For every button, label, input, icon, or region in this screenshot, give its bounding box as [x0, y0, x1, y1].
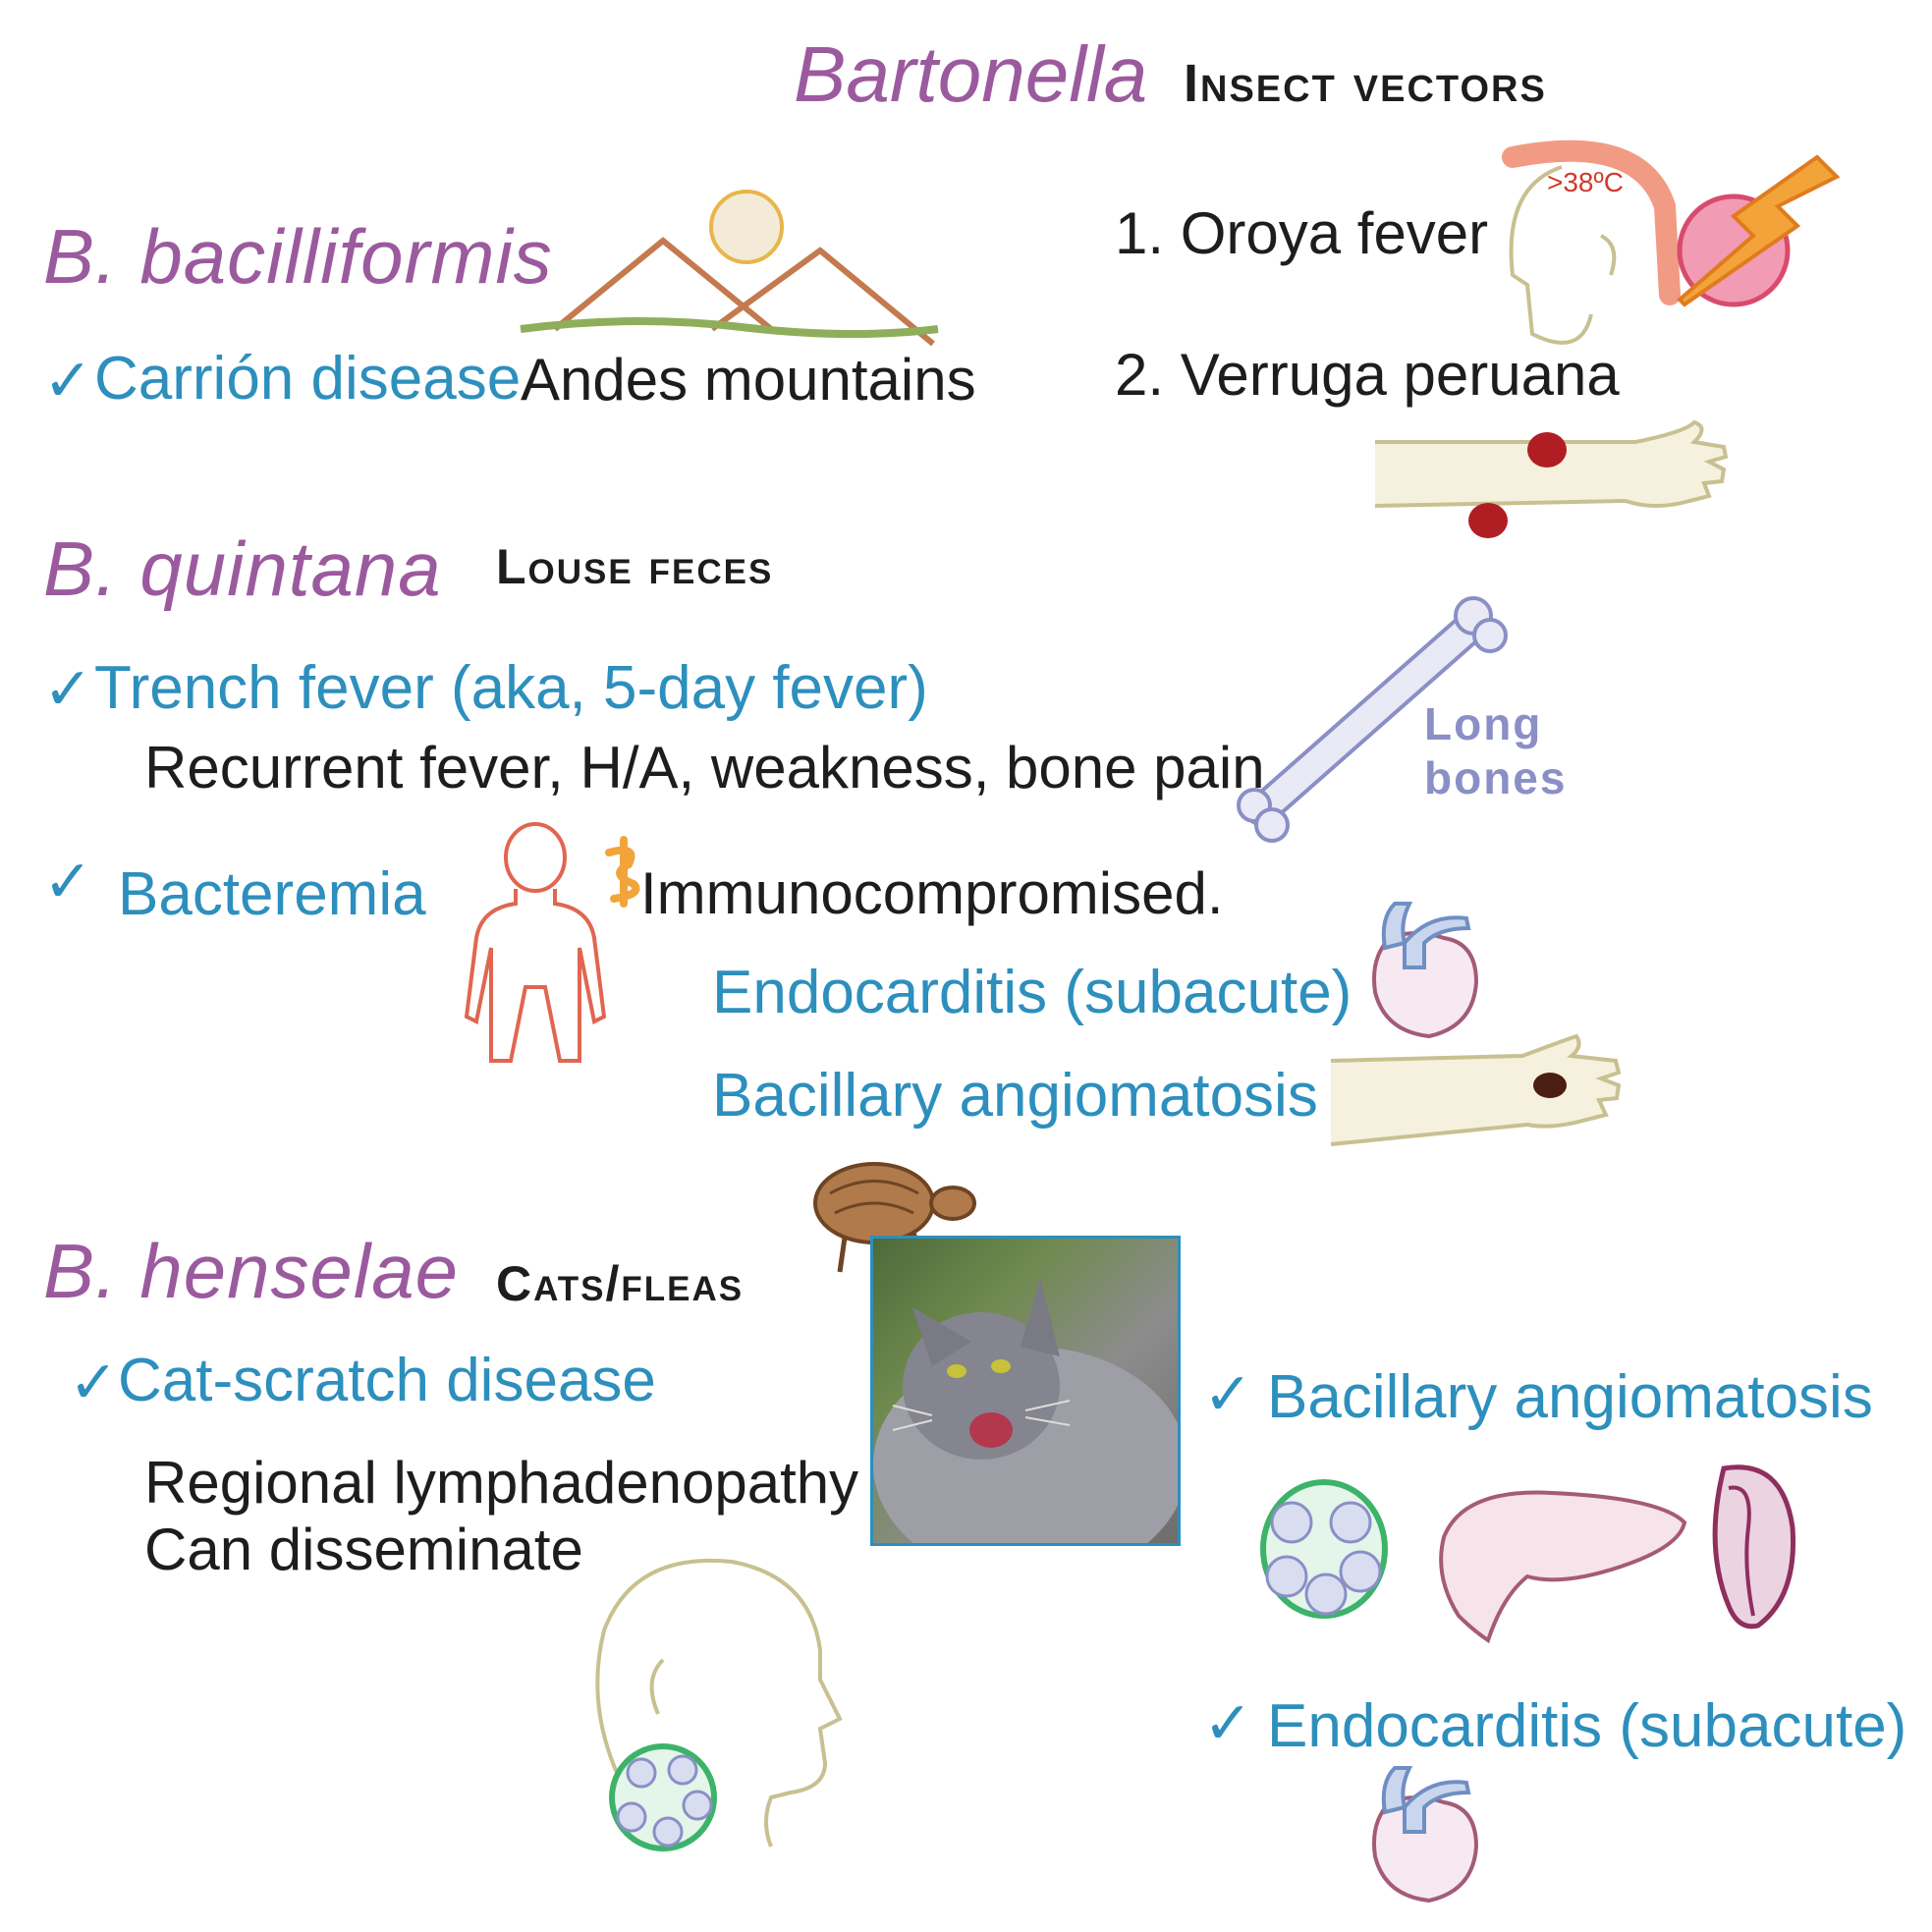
- endocarditis-henselae: Endocarditis (subacute): [1267, 1692, 1907, 1760]
- long-bone-icon: [1237, 596, 1508, 843]
- species-bacilliformis: B. bacilliformis: [43, 213, 553, 300]
- oroya-fever: 1. Oroya fever: [1115, 200, 1489, 266]
- check-trench: ✓: [43, 656, 93, 722]
- long-label: Long: [1424, 698, 1543, 749]
- vector-cats-fleas: Cats/fleas: [496, 1256, 745, 1311]
- bacillary-angiomatosis-henselae: Bacillary angiomatosis: [1267, 1363, 1873, 1431]
- lightning-icon: [1677, 154, 1841, 307]
- long-bones-label: Long bones: [1424, 697, 1567, 805]
- check-carrion: ✓: [43, 348, 93, 414]
- check-cat-scratch: ✓: [69, 1350, 119, 1415]
- title-subtitle: Insect vectors: [1184, 54, 1547, 113]
- fever-head-icon: >38ºC: [1502, 139, 1681, 345]
- bones-label: bones: [1424, 752, 1568, 804]
- cat-icon: [873, 1278, 1178, 1543]
- bacteremia: Bacteremia: [118, 860, 426, 928]
- cat-scratch-disease: Cat-scratch disease: [118, 1347, 656, 1414]
- human-outline-icon: [464, 822, 607, 1063]
- lymph-node-icon: [1260, 1479, 1388, 1619]
- head-lymph-node-icon: [595, 1558, 843, 1851]
- regional-lymphadenopathy: Regional lymphadenopathy: [144, 1450, 859, 1516]
- species-henselae: B. henselae: [43, 1228, 459, 1314]
- endocarditis-quintana: Endocarditis (subacute): [712, 959, 1352, 1026]
- bacillary-angiomatosis-quintana: Bacillary angiomatosis: [712, 1062, 1318, 1130]
- mountains-icon: [520, 190, 939, 347]
- trench-fever: Trench fever (aka, 5-day fever): [94, 654, 928, 722]
- immunocompromised-icon: [605, 836, 640, 908]
- heart-icon: [1372, 902, 1479, 1039]
- liver-icon: [1439, 1490, 1687, 1644]
- verruga-peruana: 2. Verruga peruana: [1115, 342, 1620, 408]
- immunocompromised: Immunocompromised.: [640, 860, 1224, 926]
- andes-mountains: Andes mountains: [521, 347, 976, 413]
- spleen-icon: [1712, 1464, 1796, 1629]
- trench-symptoms: Recurrent fever, H/A, weakness, bone pai…: [144, 735, 1265, 800]
- species-quintana: B. quintana: [43, 525, 442, 612]
- check-bacteremia: ✓: [43, 849, 93, 914]
- angiomatosis-arm-icon: [1330, 1033, 1622, 1146]
- cat-photo: [870, 1236, 1181, 1546]
- fever-label: >38ºC: [1547, 167, 1624, 197]
- heart-icon-henselae: [1372, 1766, 1479, 1904]
- check-bacillary-henselae: ✓: [1203, 1361, 1253, 1427]
- verruga-arm-icon: [1374, 419, 1729, 538]
- check-endocarditis-henselae: ✓: [1203, 1690, 1253, 1756]
- vector-louse: Louse feces: [496, 539, 774, 594]
- can-disseminate: Can disseminate: [144, 1517, 583, 1582]
- carrion-disease: Carrión disease: [94, 345, 522, 413]
- genus-title: Bartonella: [794, 30, 1148, 118]
